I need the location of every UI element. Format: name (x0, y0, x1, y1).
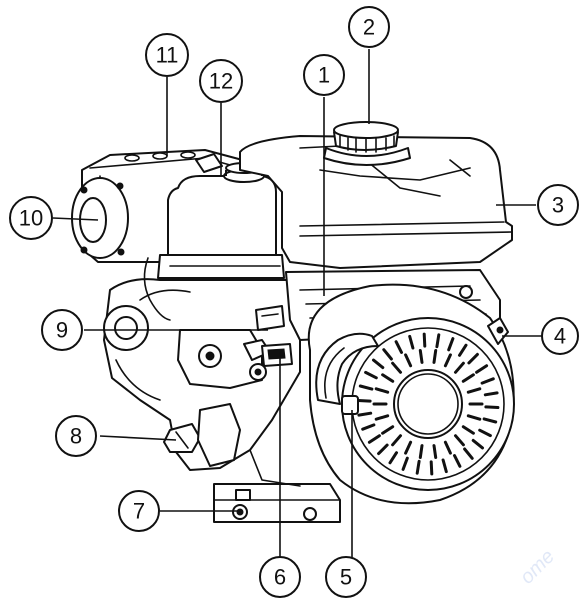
vent-slot (432, 444, 438, 459)
recoil-starter (307, 283, 515, 505)
vent-slot (429, 460, 434, 476)
callout-12: 12 (199, 59, 243, 103)
vent-slot (404, 440, 413, 455)
vent-slot (381, 373, 395, 383)
callout-label-10: 10 (19, 206, 43, 231)
vent-slot (466, 414, 482, 421)
vent-slot (401, 456, 409, 471)
vent-slot (461, 425, 475, 435)
spark-plug-cap (195, 153, 223, 173)
vent-slot (372, 358, 385, 370)
vent-slot (374, 387, 390, 394)
vent-slot (441, 458, 448, 474)
vent-slot (418, 444, 424, 459)
vent-slot (432, 349, 438, 364)
vent-slot (454, 434, 465, 447)
vent-slot (377, 443, 389, 456)
choke-lever (255, 305, 285, 331)
engine-switch (487, 317, 509, 345)
vent-slot (443, 353, 452, 368)
vent-slot (483, 391, 499, 397)
vent-slot (367, 434, 381, 444)
callouts: 1 2 3 4 5 6 7 8 (9, 6, 579, 598)
callout-4: 4 (541, 317, 579, 355)
vent-slot (391, 361, 402, 374)
callout-6: 6 (259, 556, 301, 598)
leader-10 (52, 217, 99, 221)
callout-label-7: 7 (133, 499, 145, 524)
vent-slot (394, 340, 403, 354)
callout-5: 5 (325, 556, 367, 598)
vent-slot (480, 377, 495, 385)
vent-slot (484, 405, 500, 409)
callout-label-11: 11 (156, 43, 179, 68)
oil-filler-cap (163, 403, 241, 467)
vent-slot (388, 451, 398, 465)
vent-slot (408, 334, 415, 350)
callout-11: 11 (145, 33, 189, 77)
starter-handle (315, 332, 379, 415)
vent-slot (364, 370, 378, 380)
vent-slot (415, 459, 421, 475)
vent-slot (358, 384, 374, 391)
callout-7: 7 (118, 490, 160, 532)
vent-slot (361, 423, 376, 431)
engine-base (213, 449, 341, 523)
recoil-vents (356, 332, 500, 476)
leader-8 (99, 435, 177, 441)
vent-slot (356, 399, 372, 403)
vent-slot (435, 333, 441, 349)
vent-slot (466, 387, 482, 394)
vent-slot (478, 428, 492, 438)
callout-label-5: 5 (340, 565, 352, 590)
watermark-text: ome (516, 545, 559, 588)
fuel-valve (261, 343, 293, 367)
vent-slot (418, 349, 424, 364)
callout-label-6: 6 (274, 565, 286, 590)
callout-label-2: 2 (363, 15, 375, 40)
callout-8: 8 (55, 415, 97, 457)
vent-slot (461, 373, 475, 383)
vent-slot (422, 332, 427, 348)
vent-slot (404, 353, 413, 368)
vent-slot (463, 447, 474, 460)
callout-label-1: 1 (318, 63, 330, 88)
vent-slot (482, 417, 498, 424)
callout-label-3: 3 (552, 193, 564, 218)
fuel-cap (323, 121, 411, 166)
callout-label-9: 9 (56, 318, 68, 343)
vent-slot (454, 361, 465, 374)
callout-9: 9 (41, 309, 83, 351)
vent-slot (471, 438, 484, 450)
vent-slot (443, 440, 452, 455)
vent-slot (357, 411, 373, 417)
vent-slot (391, 434, 402, 447)
vent-slot (381, 425, 395, 435)
vent-slot (467, 352, 479, 365)
vent-slot (475, 364, 489, 374)
callout-label-12: 12 (209, 69, 233, 94)
callout-10: 10 (9, 196, 53, 240)
muffler-outlet (71, 177, 129, 259)
callout-label-8: 8 (70, 424, 82, 449)
vent-slot (447, 337, 455, 352)
vent-slot (453, 454, 462, 468)
callout-1: 1 (303, 54, 345, 96)
callout-3: 3 (537, 184, 579, 226)
vent-slot (374, 414, 390, 421)
callout-2: 2 (348, 6, 390, 48)
vent-slot (458, 343, 468, 357)
fuel-tank (239, 135, 513, 269)
vent-slot (382, 348, 393, 361)
leader-lines (52, 49, 544, 558)
callout-label-4: 4 (554, 324, 566, 349)
carburetor (177, 329, 271, 389)
